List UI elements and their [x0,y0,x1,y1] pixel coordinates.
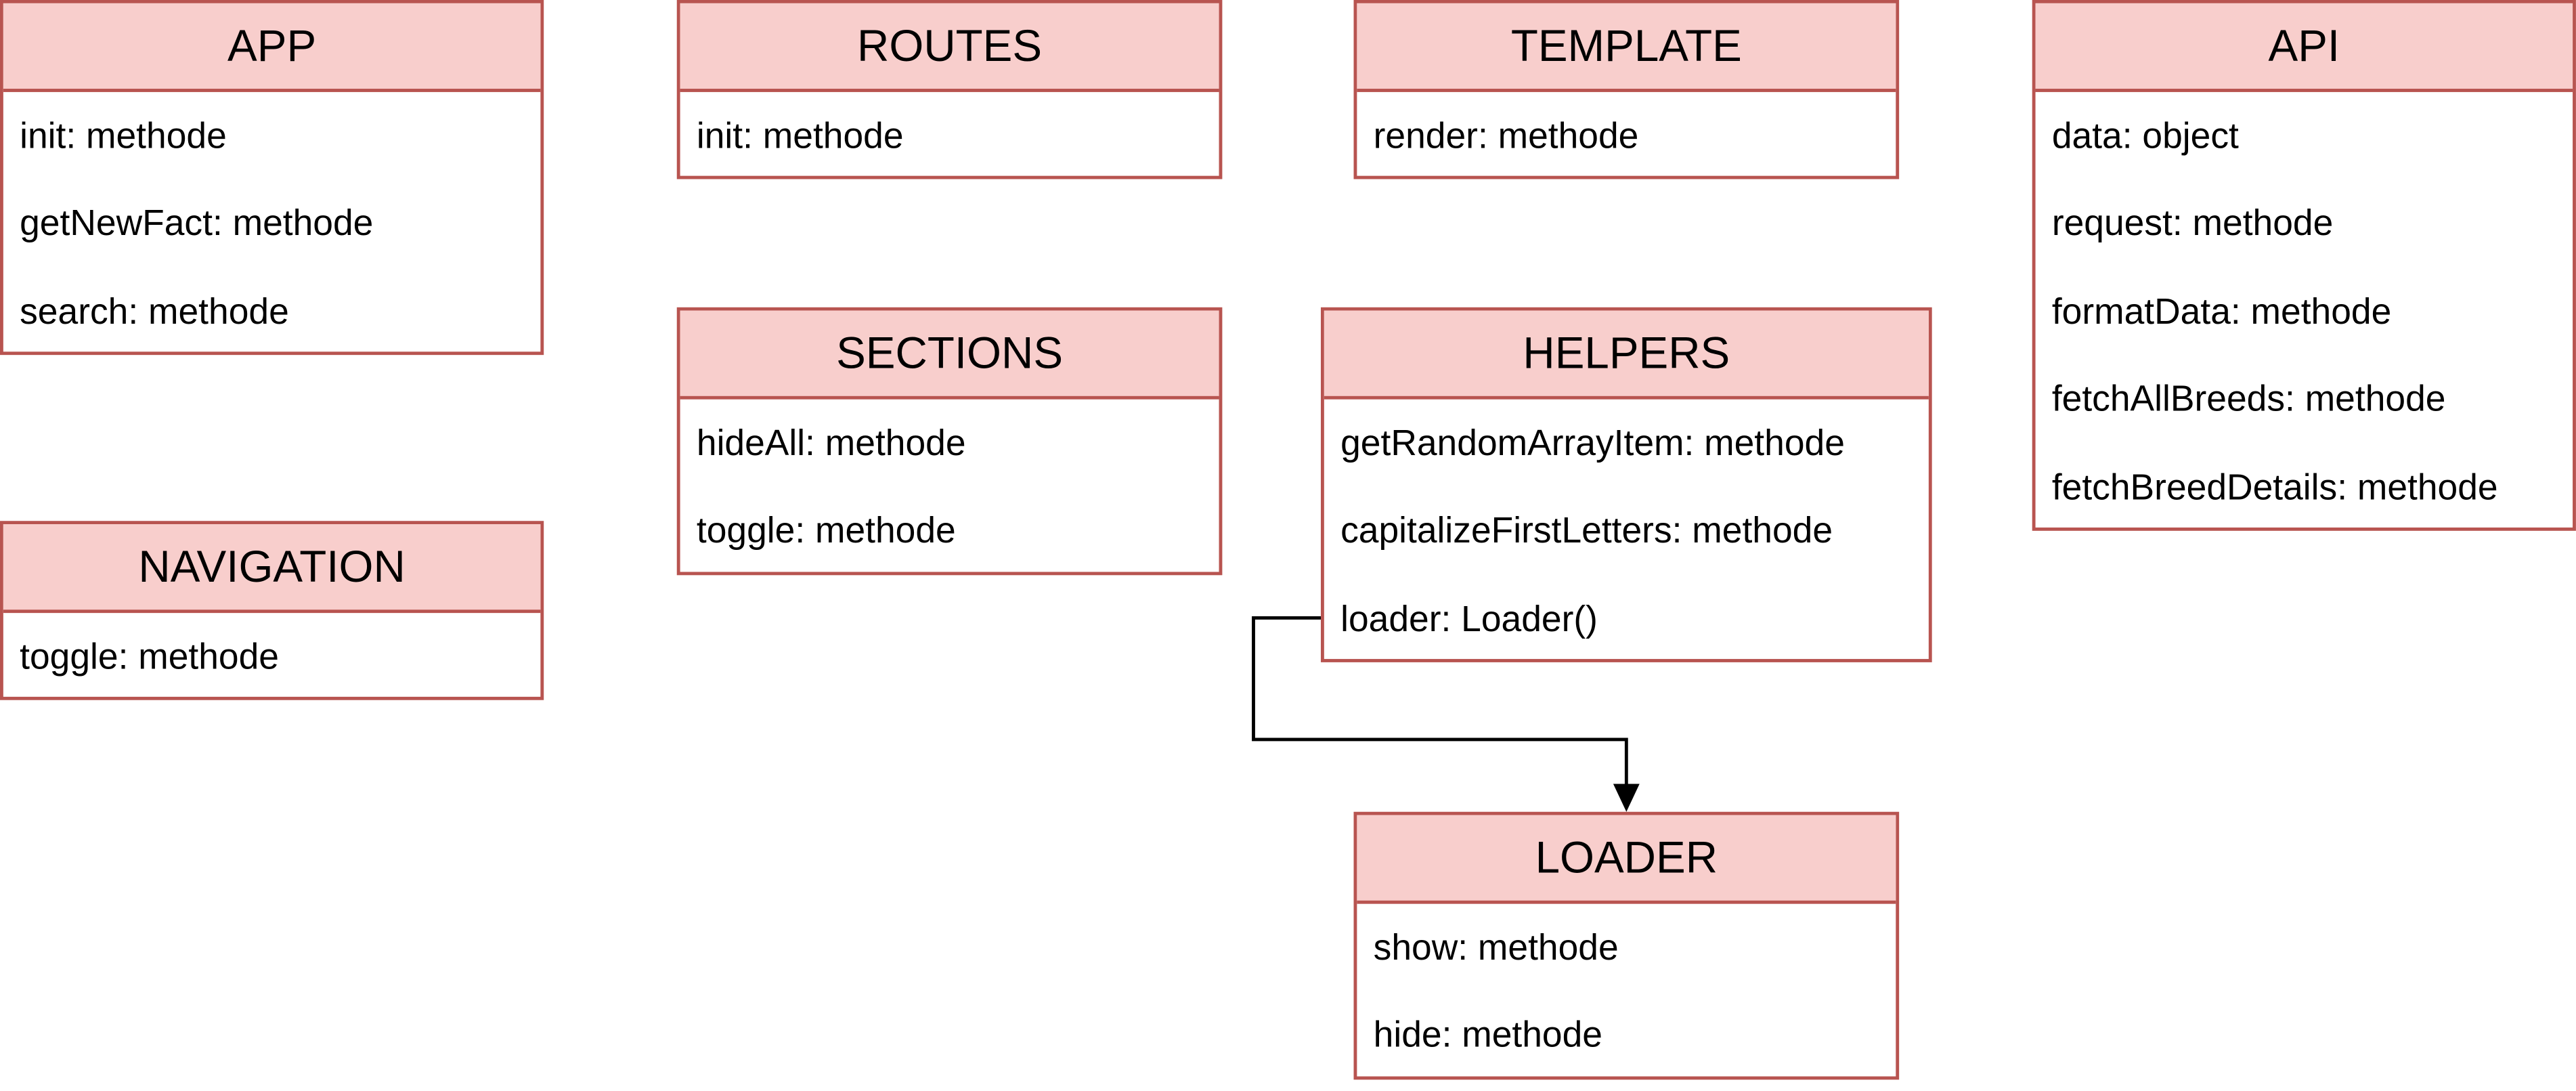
class-title-helpers: HELPERS [1324,310,1929,400]
class-box-app[interactable]: APP init: methode getNewFact: methode se… [0,0,544,356]
class-member: getNewFact: methode [20,202,374,244]
class-box-template[interactable]: TEMPLATE render: methode [1353,0,1900,179]
connector-helpers-loader [1252,616,1628,789]
class-member: loader: Loader() [1340,597,1598,639]
class-member: render: methode [1373,114,1639,156]
class-box-loader[interactable]: LOADER show: methode hide: methode [1353,811,1900,1080]
class-title-app: APP [3,3,541,92]
class-box-sections[interactable]: SECTIONS hideAll: methode toggle: method… [676,307,1223,576]
class-member: search: methode [20,290,289,332]
class-title-api: API [2035,3,2573,92]
class-title-loader: LOADER [1357,815,1896,904]
class-title-sections: SECTIONS [680,310,1219,400]
class-member: capitalizeFirstLetters: methode [1340,509,1833,551]
class-member: hide: methode [1373,1014,1602,1056]
class-member: fetchBreedDetails: methode [2051,466,2498,508]
class-title-routes: ROUTES [680,3,1219,92]
class-member: show: methode [1373,926,1619,968]
class-member: hideAll: methode [696,422,966,463]
class-member: init: methode [20,114,227,156]
class-member: init: methode [696,114,904,156]
class-member: toggle: methode [696,509,956,551]
class-member: toggle: methode [20,635,279,677]
class-title-navigation: NAVIGATION [3,524,541,614]
class-member: fetchAllBreeds: methode [2051,378,2446,420]
class-title-template: TEMPLATE [1357,3,1896,92]
class-box-routes[interactable]: ROUTES init: methode [676,0,1223,179]
class-member: data: object [2051,114,2239,156]
arrowhead-icon [1613,784,1640,812]
class-member: getRandomArrayItem: methode [1340,422,1845,463]
class-member: request: methode [2051,202,2334,244]
class-box-api[interactable]: API data: object request: methode format… [2032,0,2576,531]
class-member: formatData: methode [2051,290,2392,332]
class-box-navigation[interactable]: NAVIGATION toggle: methode [0,521,544,700]
class-box-helpers[interactable]: HELPERS getRandomArrayItem: methode capi… [1320,307,1932,662]
